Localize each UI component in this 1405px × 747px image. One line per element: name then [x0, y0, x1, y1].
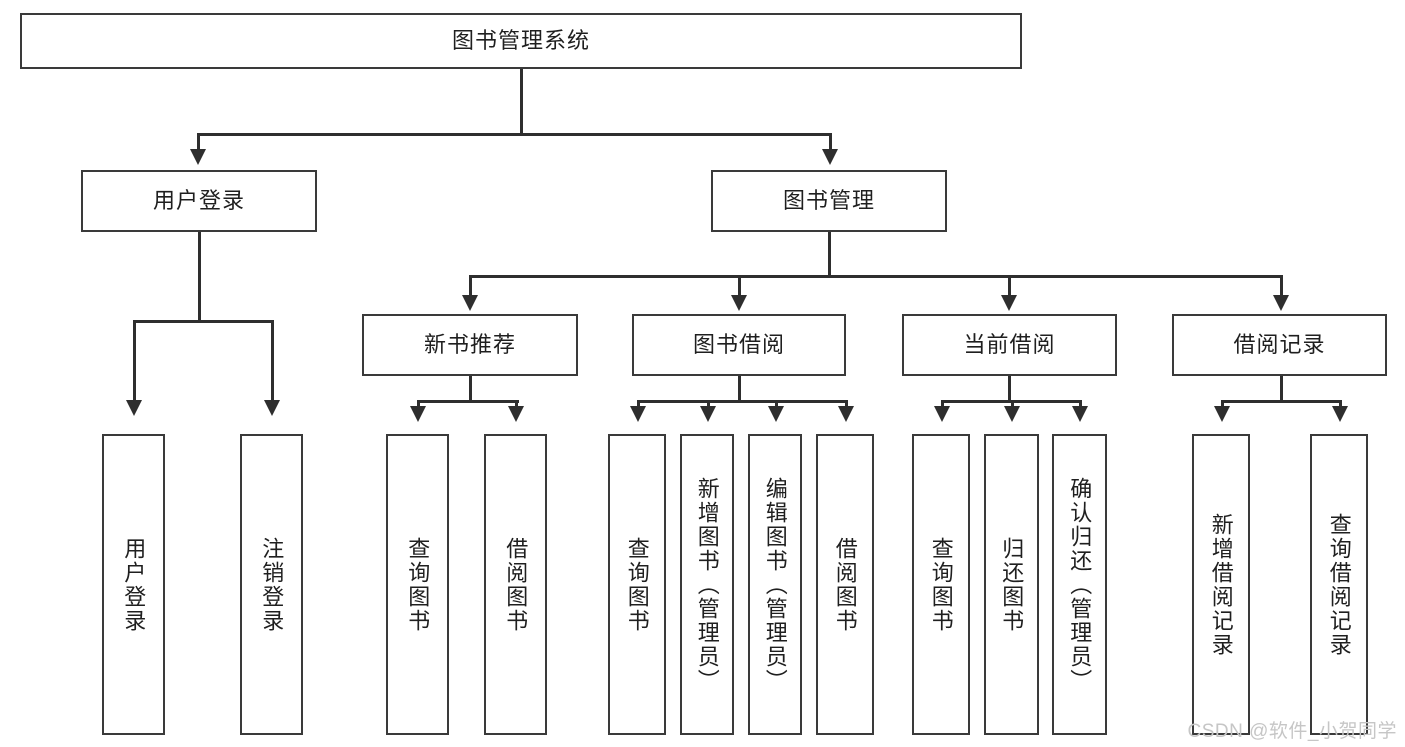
node-leaf-query-record[interactable]: 查询借阅记录 — [1310, 434, 1368, 735]
node-label: 当前借阅 — [963, 331, 1056, 357]
arrowhead-book-borrow — [731, 295, 747, 311]
node-book-borrow[interactable]: 图书借阅 — [632, 314, 846, 376]
arrowhead-leaf-add-book — [700, 406, 716, 422]
arrowhead-leaf-query-book-3 — [934, 406, 950, 422]
connector-br-l1 — [1221, 400, 1224, 408]
node-new-book-recommend[interactable]: 新书推荐 — [362, 314, 578, 376]
arrowhead-leaf-edit-book — [768, 406, 784, 422]
arrowhead-leaf-return-book — [1004, 406, 1020, 422]
connector-nbr-l1 — [417, 400, 420, 408]
arrowhead-new-book-recommend — [462, 295, 478, 311]
connector-br-bar — [1221, 400, 1339, 403]
node-leaf-borrow-book-1[interactable]: 借阅图书 — [484, 434, 547, 735]
connector-root-to-book-manage — [829, 133, 832, 151]
arrowhead-leaf-query-book-2 — [630, 406, 646, 422]
node-label: 新增图书（管理员） — [694, 476, 720, 693]
node-label: 编辑图书（管理员） — [762, 476, 788, 693]
node-label: 借阅记录 — [1233, 331, 1326, 357]
connector-book-manage-trunk — [828, 232, 831, 277]
node-leaf-return-book[interactable]: 归还图书 — [984, 434, 1039, 735]
arrowhead-leaf-borrow-book-1 — [508, 406, 524, 422]
node-leaf-edit-book[interactable]: 编辑图书（管理员） — [748, 434, 802, 735]
node-label: 借阅图书 — [832, 536, 858, 633]
node-label: 用户登录 — [152, 187, 245, 213]
node-leaf-confirm-return[interactable]: 确认归还（管理员） — [1052, 434, 1107, 735]
connector-bb-l1 — [637, 400, 640, 408]
connector-bb-l2 — [707, 400, 710, 408]
node-label: 新书推荐 — [423, 331, 516, 357]
connector-nbr-trunk — [469, 376, 472, 402]
arrowhead-leaf-user-login — [126, 400, 142, 416]
connector-cb-l3 — [1079, 400, 1082, 408]
connector-br-trunk — [1280, 376, 1283, 402]
connector-bb-l4 — [845, 400, 848, 408]
node-label: 借阅图书 — [503, 536, 529, 633]
connector-br-l2 — [1339, 400, 1342, 408]
connector-user-login-trunk — [198, 232, 201, 322]
connector-bm-c1 — [469, 275, 472, 297]
connector-book-manage-bar — [469, 275, 1280, 278]
node-label: 查询图书 — [624, 536, 650, 633]
node-root[interactable]: 图书管理系统 — [20, 13, 1022, 69]
node-label: 查询图书 — [928, 536, 954, 633]
connector-cb-trunk — [1008, 376, 1011, 402]
arrowhead-leaf-logout — [264, 400, 280, 416]
node-book-manage[interactable]: 图书管理 — [711, 170, 947, 232]
arrowhead-leaf-borrow-book-2 — [838, 406, 854, 422]
arrowhead-leaf-query-book-1 — [410, 406, 426, 422]
arrowhead-leaf-confirm-return — [1072, 406, 1088, 422]
connector-bb-l3 — [775, 400, 778, 408]
connector-user-login-bar — [133, 320, 271, 323]
connector-root-to-user-login — [197, 133, 200, 151]
arrowhead-current-borrow — [1001, 295, 1017, 311]
node-leaf-add-record[interactable]: 新增借阅记录 — [1192, 434, 1250, 735]
connector-bb-trunk — [738, 376, 741, 402]
node-label: 确认归还（管理员） — [1067, 476, 1093, 693]
node-leaf-query-book-3[interactable]: 查询图书 — [912, 434, 970, 735]
arrowhead-user-login — [190, 149, 206, 165]
node-leaf-add-book[interactable]: 新增图书（管理员） — [680, 434, 734, 735]
connector-cb-l1 — [941, 400, 944, 408]
node-user-login[interactable]: 用户登录 — [81, 170, 317, 232]
node-label: 图书借阅 — [692, 331, 785, 357]
node-current-borrow[interactable]: 当前借阅 — [902, 314, 1117, 376]
connector-cb-bar — [941, 400, 1080, 403]
connector-bm-c4 — [1280, 275, 1283, 297]
arrowhead-borrow-record — [1273, 295, 1289, 311]
connector-bm-c2 — [738, 275, 741, 297]
node-label: 归还图书 — [999, 536, 1025, 633]
connector-cb-l2 — [1011, 400, 1014, 408]
node-label: 新增借阅记录 — [1208, 512, 1234, 657]
connector-root-bar — [197, 133, 831, 136]
connector-user-login-l1 — [133, 320, 136, 402]
node-label: 图书管理系统 — [451, 27, 590, 53]
node-label: 注销登录 — [259, 536, 285, 633]
node-borrow-record[interactable]: 借阅记录 — [1172, 314, 1387, 376]
arrowhead-leaf-add-record — [1214, 406, 1230, 422]
node-leaf-user-login[interactable]: 用户登录 — [102, 434, 165, 735]
arrowhead-leaf-query-record — [1332, 406, 1348, 422]
connector-user-login-l2 — [271, 320, 274, 402]
connector-nbr-bar — [417, 400, 519, 403]
node-leaf-query-book-2[interactable]: 查询图书 — [608, 434, 666, 735]
connector-bb-bar — [637, 400, 845, 403]
arrowhead-book-manage — [822, 149, 838, 165]
node-leaf-query-book-1[interactable]: 查询图书 — [386, 434, 449, 735]
connector-root-trunk — [520, 69, 523, 134]
connector-bm-c3 — [1008, 275, 1011, 297]
node-label: 图书管理 — [782, 187, 875, 213]
node-label: 查询借阅记录 — [1326, 512, 1352, 657]
node-leaf-logout[interactable]: 注销登录 — [240, 434, 303, 735]
connector-nbr-l2 — [515, 400, 518, 408]
node-label: 用户登录 — [121, 536, 147, 633]
node-leaf-borrow-book-2[interactable]: 借阅图书 — [816, 434, 874, 735]
node-label: 查询图书 — [405, 536, 431, 633]
